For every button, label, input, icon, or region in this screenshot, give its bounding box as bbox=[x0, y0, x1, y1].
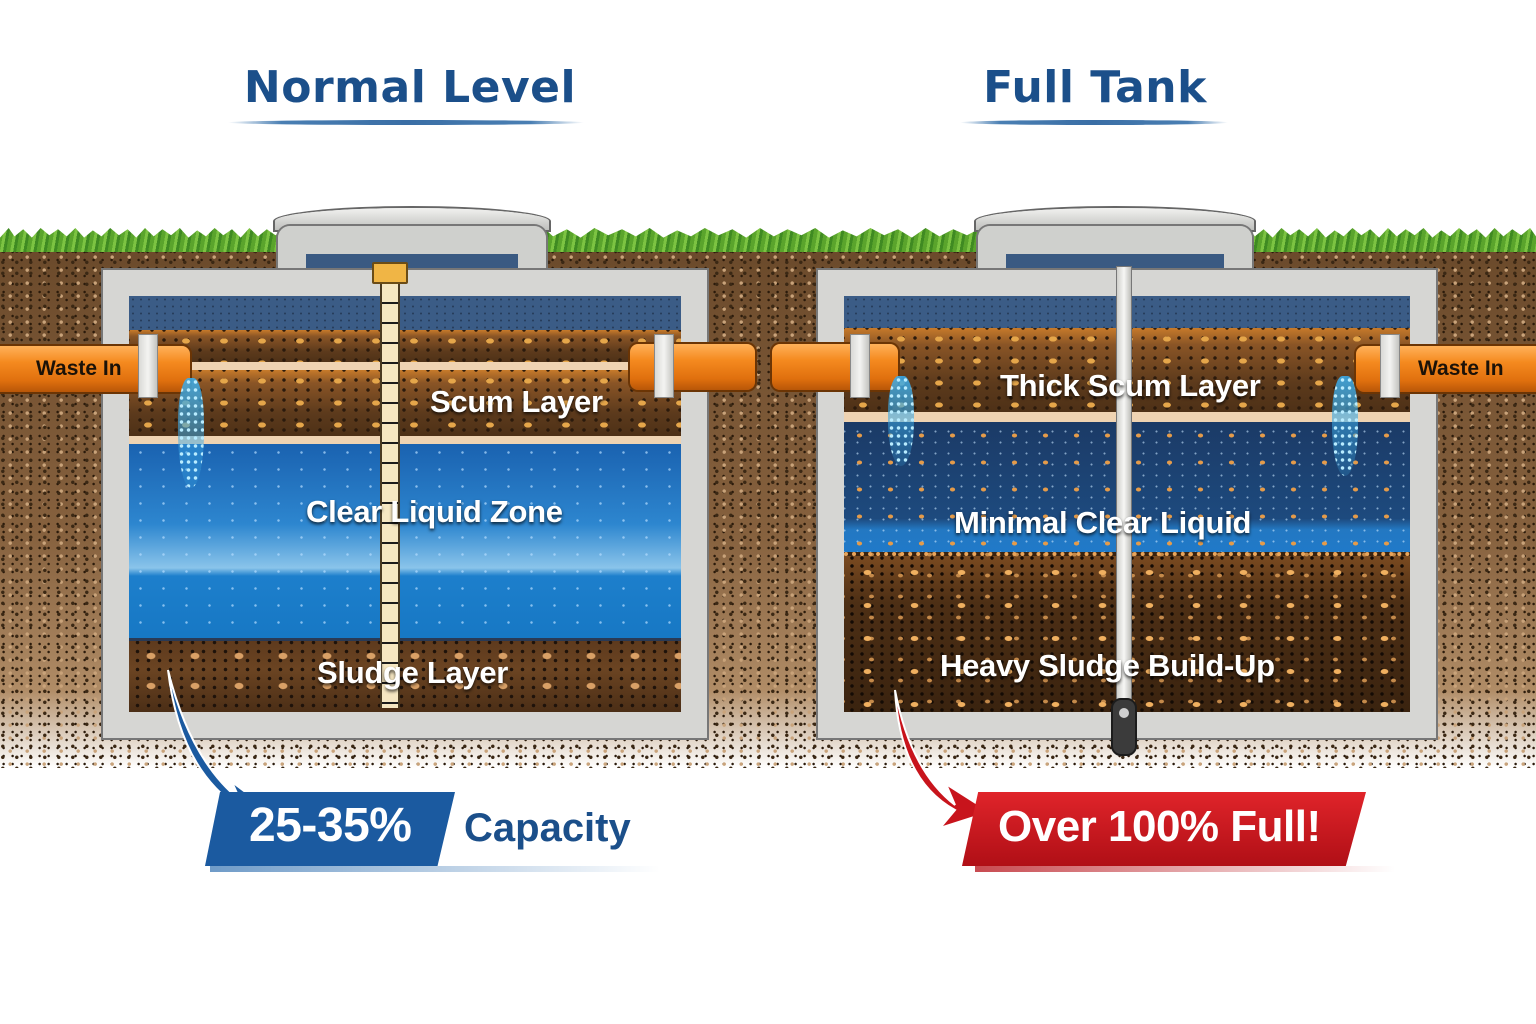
riser-lid bbox=[275, 208, 549, 230]
waste-in-label: Waste In bbox=[36, 357, 122, 380]
riser-lid bbox=[976, 208, 1254, 230]
inlet-pipe: Waste In bbox=[0, 346, 190, 392]
label-sludge-layer: Sludge Layer bbox=[317, 655, 509, 690]
overfull-ribbon: Over 100% Full! bbox=[962, 792, 1366, 866]
capacity-label: Capacity bbox=[464, 806, 631, 850]
sludge-layer bbox=[129, 638, 681, 712]
overfull-value: Over 100% Full! bbox=[998, 802, 1321, 851]
title-underline bbox=[960, 120, 1228, 125]
pipe-collar bbox=[850, 334, 870, 398]
air-gap bbox=[129, 296, 681, 336]
capacity-value: 25-35% bbox=[249, 799, 412, 852]
water-splash bbox=[1332, 376, 1358, 476]
clear-liquid-zone bbox=[129, 444, 681, 644]
tank-interior bbox=[129, 296, 681, 712]
water-splash bbox=[888, 376, 914, 466]
scum-crust bbox=[129, 362, 681, 370]
label-scum-layer: Scum Layer bbox=[430, 384, 603, 419]
pipe-collar bbox=[1380, 334, 1400, 398]
scum-top bbox=[129, 330, 681, 366]
label-heavy-sludge: Heavy Sludge Build-Up bbox=[940, 648, 1275, 683]
normal-level-title: Normal Level bbox=[243, 62, 577, 113]
capacity-underline bbox=[210, 866, 660, 872]
pipe-collar bbox=[654, 334, 674, 398]
label-clear-liquid-zone: Clear Liquid Zone bbox=[306, 494, 563, 529]
title-underline bbox=[228, 120, 584, 125]
measuring-gauge bbox=[380, 284, 400, 708]
inlet-pipe-left bbox=[772, 344, 898, 390]
rod-foot bbox=[1111, 698, 1137, 756]
capacity-ribbon: 25-35% bbox=[205, 792, 455, 866]
scum-layer bbox=[129, 370, 681, 442]
water-splash bbox=[178, 378, 204, 488]
label-thick-scum-layer: Thick Scum Layer bbox=[1000, 368, 1261, 403]
outlet-pipe bbox=[630, 344, 755, 390]
overfull-underline bbox=[975, 866, 1395, 872]
label-minimal-clear-liquid: Minimal Clear Liquid bbox=[954, 505, 1252, 540]
waste-in-label: Waste In bbox=[1418, 357, 1504, 380]
gauge-cap bbox=[372, 262, 408, 284]
full-tank-title: Full Tank bbox=[983, 62, 1207, 113]
scum-crust bbox=[129, 436, 681, 444]
pipe-collar bbox=[138, 334, 158, 398]
